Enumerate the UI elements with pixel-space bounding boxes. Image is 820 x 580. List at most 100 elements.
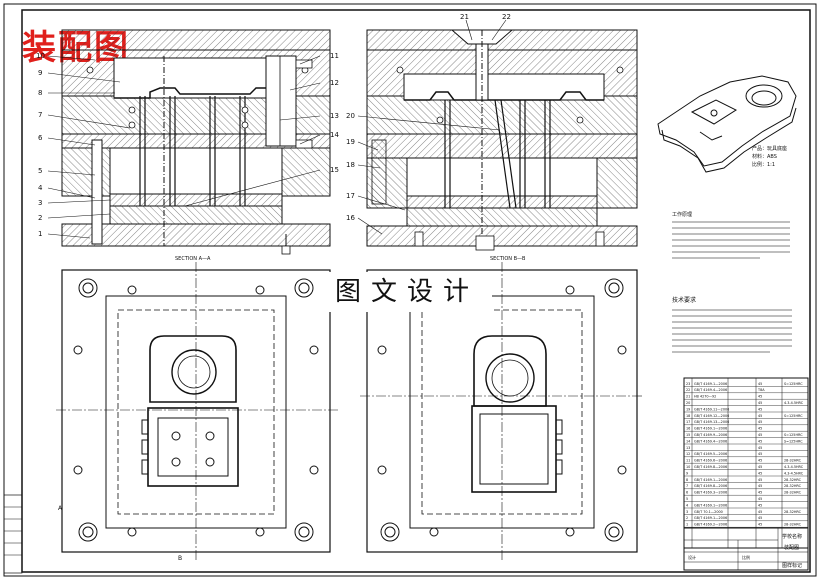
bom-cell: HB 4270—92 xyxy=(694,395,716,399)
bom-cell: 45 xyxy=(758,446,762,450)
bom-cell: 45 xyxy=(758,414,762,418)
bom-cell: 45 xyxy=(758,503,762,507)
title-block: 学校名称 装配图 图样标记 设计 比例 xyxy=(683,527,809,571)
bom-cell: S=125HRC xyxy=(784,414,803,418)
bom-cell: T8A xyxy=(757,388,765,392)
bom-cell: 45 xyxy=(758,439,762,443)
bom-cell: 45 xyxy=(758,401,762,405)
part-caption-product: 产品：玩具底座 xyxy=(752,145,787,152)
bom-cell: 4.3-4.5HRC xyxy=(784,401,804,405)
callout-4: 4 xyxy=(38,184,43,192)
watermark-text: 图文设计 xyxy=(322,272,492,312)
bom-cell: GB/T 4169.1—2006 xyxy=(694,382,727,386)
section-b-b-view xyxy=(366,29,638,251)
bom-cell: 10 xyxy=(686,465,690,469)
bom-cell: GB/T 4169.5—2006 xyxy=(694,452,727,456)
bom-cell: 45 xyxy=(758,471,762,475)
section-label-b-b: SECTION B—B xyxy=(490,256,526,262)
bom-cell: 45 xyxy=(758,516,762,520)
view-marker-b: B xyxy=(178,555,182,562)
bom-cell: 45 xyxy=(758,427,762,431)
callout-16: 16 xyxy=(346,214,355,222)
bom-cell: 15 xyxy=(686,433,690,437)
callout-18: 18 xyxy=(346,161,355,169)
bom-cell: GB/T 4169.1—2006 xyxy=(694,516,727,520)
section-a-a-view xyxy=(61,29,331,255)
bom-cell: 16 xyxy=(686,427,690,431)
bom-cell: GB/T 4169.1—2006 xyxy=(694,503,727,507)
bom-cell: 28-32HRC xyxy=(784,459,802,463)
bom-cell: S=125HRC xyxy=(784,382,803,386)
bom-cell: 28-32HRC xyxy=(784,523,802,527)
tech-title: 技术要求 xyxy=(672,296,696,304)
callout-7: 7 xyxy=(38,111,42,119)
bom-cell: 4.3-4.5HRC xyxy=(784,465,804,469)
bom-cell: 20 xyxy=(686,401,690,405)
technical-requirements: 技术要求 xyxy=(672,296,792,353)
callout-10: 10 xyxy=(36,52,45,60)
section-label-a-a: SECTION A—A xyxy=(175,256,211,262)
bom-cell: GB/T 4169.11—2006 xyxy=(694,407,729,411)
bom-cell: 6 xyxy=(686,491,688,495)
bom-cell: 45 xyxy=(758,484,762,488)
bom-cell: GB/T 4169.13—2006 xyxy=(694,420,729,424)
bom-cell: 28-32HRC xyxy=(784,491,802,495)
bom-cell: 45 xyxy=(758,420,762,424)
view-marker-a: A xyxy=(58,505,63,512)
callout-12: 12 xyxy=(330,79,339,87)
bom-cell: 45 xyxy=(758,395,762,399)
bom-cell: 9 xyxy=(686,471,688,475)
title-block-drawing: 装配图 xyxy=(784,544,799,551)
bom-cell: GB/T 4169.1—2006 xyxy=(694,427,727,431)
bom-cell: GB/T 4169.12—2006 xyxy=(694,414,729,418)
bom-cell: 45 xyxy=(758,478,762,482)
callout-numbers-right: 16 17 18 19 20 21 22 xyxy=(346,13,511,222)
bom-cell: GB/T 4169.4—2006 xyxy=(694,388,727,392)
callout-14: 14 xyxy=(330,131,339,139)
bom-cell: 21 xyxy=(686,395,690,399)
callout-1: 1 xyxy=(38,230,42,238)
bom-cell: 4 xyxy=(686,503,688,507)
moving-half-plan-view: A B xyxy=(56,262,338,562)
bom-cell: 14 xyxy=(686,439,690,443)
callout-22: 22 xyxy=(502,13,511,21)
bom-cell: 23 xyxy=(686,382,690,386)
notes-title: 工作原理 xyxy=(672,211,692,218)
part-caption: 产品：玩具底座 材料：ABS 比例：1:1 xyxy=(752,145,787,168)
callout-19: 19 xyxy=(346,138,355,146)
bom-cell: 45 xyxy=(758,407,762,411)
bom-cell: GB/T 4169.2—2006 xyxy=(694,523,727,527)
bom-cell: 45 xyxy=(758,433,762,437)
callout-8: 8 xyxy=(38,89,42,97)
bom-cell: 2 xyxy=(686,516,688,520)
callout-2: 2 xyxy=(38,214,42,222)
working-principle-notes: 工作原理 xyxy=(672,211,790,259)
callout-21: 21 xyxy=(460,13,469,21)
bom-cell: 45 xyxy=(758,465,762,469)
callout-11: 11 xyxy=(330,52,339,60)
bom-cell: 11 xyxy=(686,459,690,463)
inner-border xyxy=(21,9,811,573)
bom-cell: 45 xyxy=(758,510,762,514)
callout-leaders-left xyxy=(47,55,321,239)
bom-cell: 18 xyxy=(686,414,690,418)
callout-6: 6 xyxy=(38,134,43,142)
part-caption-material: 材料：ABS xyxy=(752,153,777,160)
callout-20: 20 xyxy=(346,112,355,120)
bom-cell: 1 xyxy=(686,523,688,527)
bom-cell: 19 xyxy=(686,407,690,411)
callout-numbers-left: 1 2 3 4 5 6 7 8 9 10 11 12 13 14 15 xyxy=(36,52,339,238)
bom-cell: S=125HRC xyxy=(784,439,803,443)
part-isometric-view xyxy=(657,75,797,173)
bom-cell: 22 xyxy=(686,388,690,392)
callout-17: 17 xyxy=(346,192,355,200)
bom-cell: 45 xyxy=(758,491,762,495)
title-block-school: 学校名称 xyxy=(782,533,802,540)
bom-cell: 45 xyxy=(758,523,762,527)
bom-cell: 17 xyxy=(686,420,690,424)
bom-cell: GB/T 4169.9—2006 xyxy=(694,433,727,437)
title-block-drawing-no: 图样标记 xyxy=(782,562,802,569)
bom-cell: 12 xyxy=(686,452,690,456)
